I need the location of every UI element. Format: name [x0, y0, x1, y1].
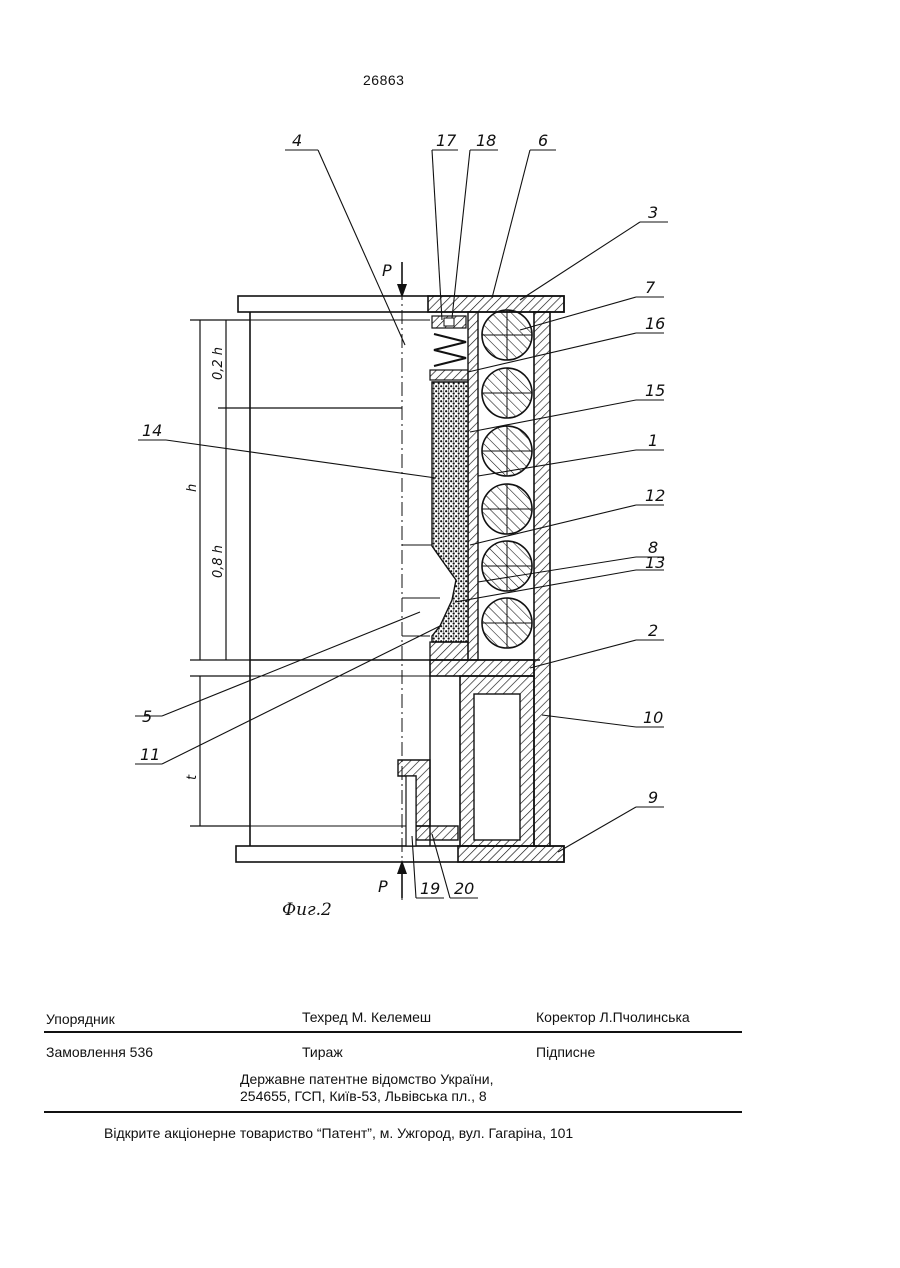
force-label-bottom: P: [378, 877, 388, 896]
divider: [44, 1111, 742, 1113]
callout-9: 9: [648, 788, 658, 807]
proofreader: Коректор Л.Пчолинська: [536, 1009, 690, 1025]
compiler-label: Упорядник: [46, 1011, 115, 1027]
callout-4: 4: [292, 131, 302, 150]
base-ring: [430, 660, 534, 676]
office-address-line1: Державне патентне відомство України,: [240, 1071, 494, 1087]
inner-wall: [468, 312, 478, 660]
top-plate-section: [428, 296, 564, 312]
dim-label-08h: 0,8 h: [211, 545, 226, 578]
callout-18: 18: [476, 131, 496, 150]
order-number: Замовлення 536: [46, 1044, 153, 1060]
coil-sections: [482, 310, 532, 648]
callout-15: 15: [645, 381, 665, 400]
tech-editor: Техред М. Келемеш: [302, 1009, 431, 1025]
spring: [434, 334, 466, 366]
callout-14: 14: [142, 421, 162, 440]
bottom-plate-section: [458, 846, 564, 862]
callout-13: 13: [645, 553, 665, 572]
callout-10: 10: [643, 708, 663, 727]
outer-wall: [534, 312, 550, 846]
figure-caption: Фиг.2: [282, 900, 332, 920]
abrasive-filling: [432, 382, 468, 642]
callout-5: 5: [142, 707, 152, 726]
clamp-base: [416, 826, 458, 840]
dim-label-h: h: [185, 484, 200, 492]
subscription: Підписне: [536, 1044, 595, 1060]
callout-7: 7: [645, 278, 656, 297]
dim-label-02h: 0,2 h: [211, 347, 226, 380]
callout-6: 6: [538, 131, 548, 150]
office-address-line2: 254655, ГСП, Київ-53, Львівська пл., 8: [240, 1088, 487, 1104]
divider: [44, 1031, 742, 1033]
callout-11: 11: [140, 745, 160, 764]
callout-2: 2: [648, 621, 658, 640]
dim-label-t: t: [185, 774, 200, 780]
patent-drawing: P P 0,2 h h 0,8 h t 4: [0, 0, 900, 960]
callout-12: 12: [645, 486, 665, 505]
callout-19: 19: [420, 879, 440, 898]
callout-17: 17: [436, 131, 457, 150]
force-label-top: P: [382, 261, 392, 280]
callout-20: 20: [454, 879, 474, 898]
callout-3: 3: [648, 203, 658, 222]
circulation: Тираж: [302, 1044, 343, 1060]
callout-16: 16: [645, 314, 665, 333]
piston-plate: [430, 370, 468, 380]
publisher: Відкрите акціонерне товариство “Патент”,…: [104, 1125, 573, 1141]
callout-1: 1: [648, 431, 658, 450]
